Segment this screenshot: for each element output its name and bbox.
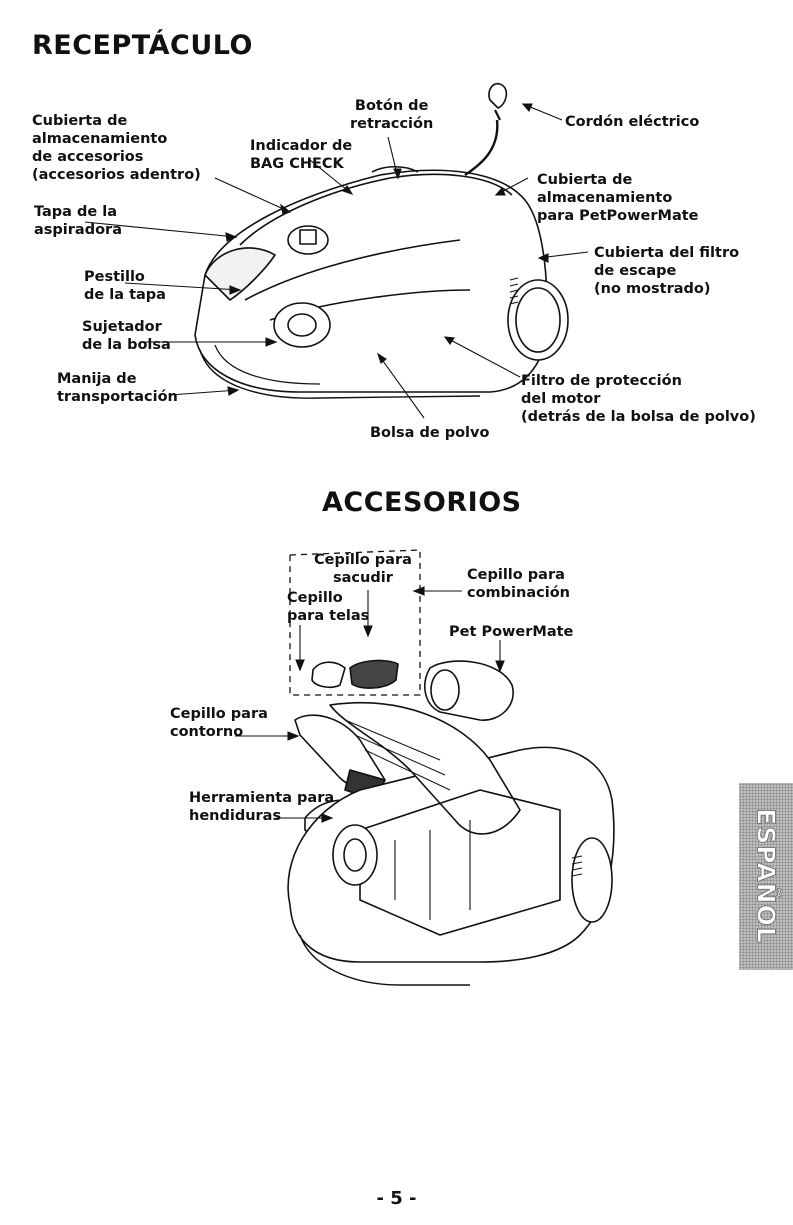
label-herramienta-hendiduras: Herramienta para hendiduras — [189, 790, 335, 824]
label-bolsa-polvo: Bolsa de polvo — [370, 425, 490, 441]
label-cordon-electrico: Cordón eléctrico — [565, 114, 700, 130]
language-side-tab: ESPAÑOL — [739, 783, 793, 970]
page-number: - 5 - — [376, 1188, 417, 1209]
label-cepillo-sacudir: Cepillo para sacudir — [314, 552, 412, 586]
language-tab-label: ESPAÑOL — [751, 808, 781, 945]
label-cepillo-telas: Cepillo para telas — [287, 590, 370, 624]
label-sujetador-bolsa: Sujetador de la bolsa — [82, 319, 171, 353]
section-title-receptaculo: RECEPTÁCULO — [32, 30, 253, 61]
label-cubierta-filtro-escape: Cubierta del filtro de escape (no mostra… — [594, 245, 740, 297]
label-pestillo-tapa: Pestillo de la tapa — [84, 269, 166, 303]
label-boton-retraccion: Botón de retracción — [350, 98, 434, 132]
label-indicador-bag-check: Indicador de BAG CHECK — [250, 138, 353, 172]
label-pet-powermate: Pet PowerMate — [449, 624, 574, 640]
label-cepillo-contorno: Cepillo para contorno — [170, 706, 268, 740]
label-tapa-aspiradora: Tapa de la aspiradora — [34, 204, 122, 238]
section-title-accesorios: ACCESORIOS — [322, 487, 522, 518]
label-cepillo-combinacion: Cepillo para combinación — [467, 567, 570, 601]
label-cubierta-accesorios: Cubierta de almacenamiento de accesorios… — [32, 113, 201, 183]
label-manija-transportacion: Manija de transportación — [57, 371, 178, 405]
label-filtro-motor: Filtro de protección del motor (detrás d… — [521, 373, 756, 425]
label-cubierta-petpowermate: Cubierta de almacenamiento para PetPower… — [537, 172, 699, 224]
